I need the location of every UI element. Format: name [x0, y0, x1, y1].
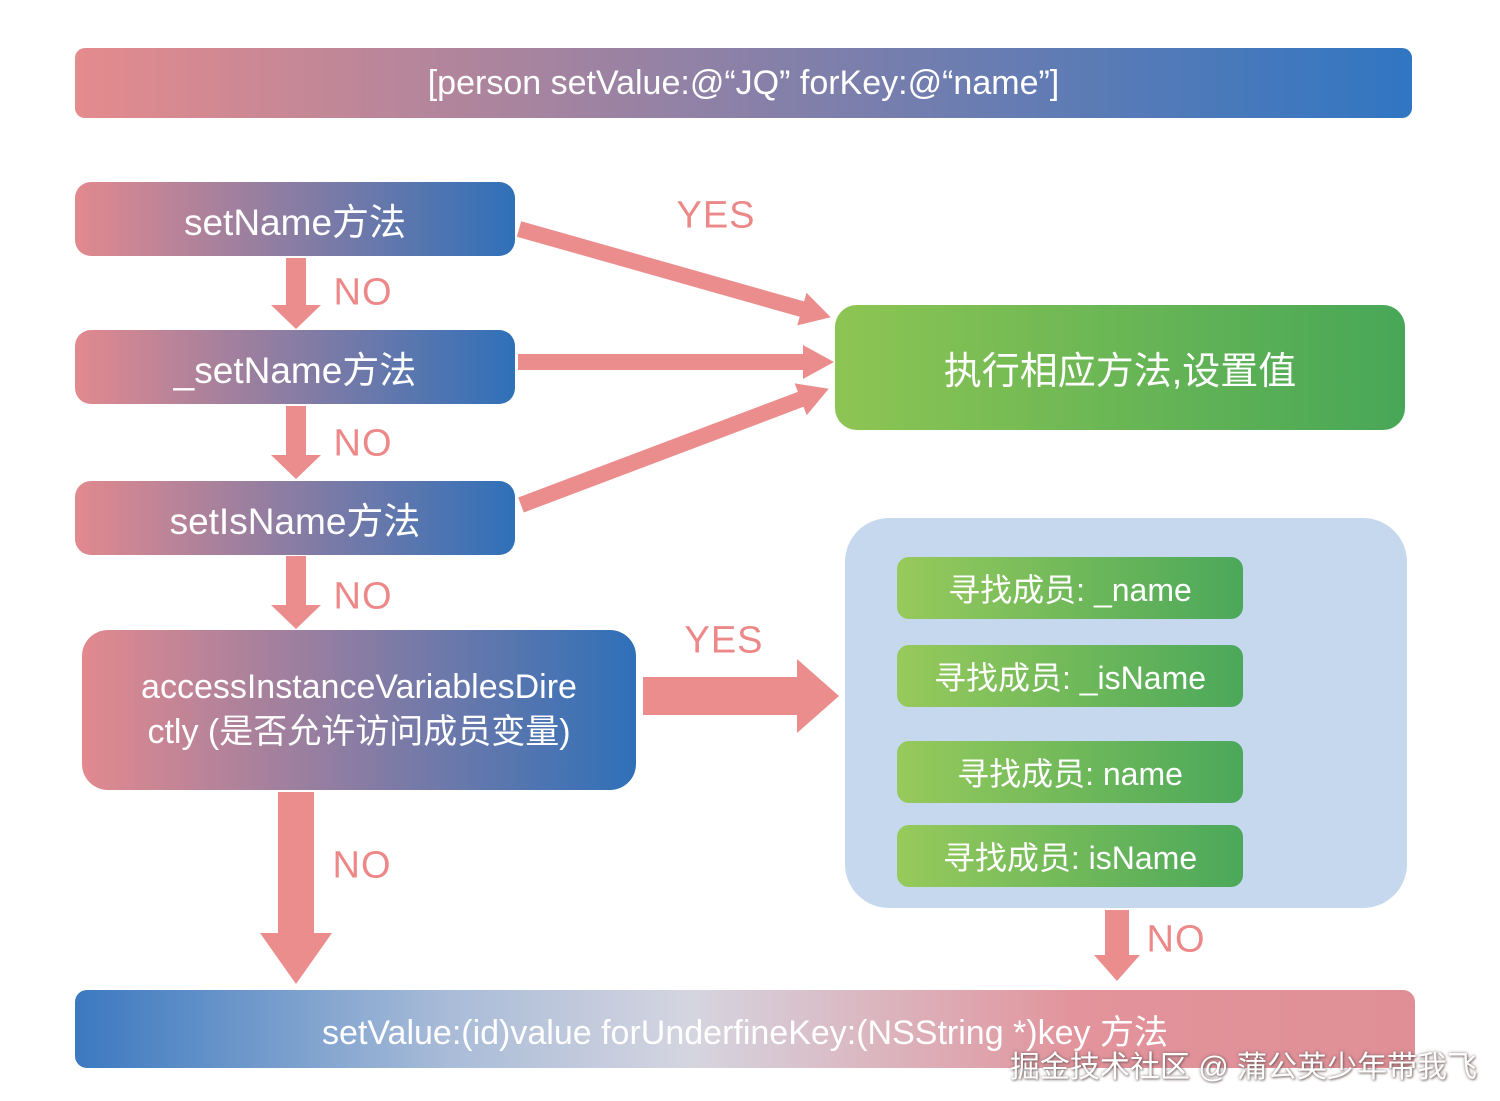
- edge-label-underscore-setname-no: NO: [333, 422, 393, 465]
- arrow-down-setname-no: [271, 258, 321, 329]
- node-underscore-setname-label: _setName方法: [173, 350, 417, 391]
- arrow-setname-yes: [516, 221, 831, 326]
- node-setisname: setIsName方法: [75, 481, 515, 555]
- member-search-item: 寻找成员: _isName: [897, 645, 1243, 707]
- member-search-item-label: 寻找成员: _isName: [933, 660, 1207, 696]
- arrow-underscore-to-execute: [518, 345, 834, 379]
- node-setisname-label: setIsName方法: [169, 501, 421, 542]
- member-search-item-label: 寻找成员: isName: [942, 840, 1198, 876]
- member-search-item: 寻找成员: isName: [897, 825, 1243, 887]
- arrow-down-access-no: [260, 792, 332, 984]
- edge-label-member-search-no: NO: [1146, 918, 1206, 961]
- top-banner: [person setValue:@“JQ” forKey:@“name”]: [75, 48, 1412, 118]
- member-search-item: 寻找成员: _name: [897, 557, 1243, 619]
- member-search-item: 寻找成员: name: [897, 741, 1243, 803]
- bottom-banner: setValue:(id)value forUnderfineKey:(NSSt…: [75, 990, 1415, 1068]
- node-setname-label: setName方法: [183, 202, 407, 243]
- arrow-down-member-no: [1094, 910, 1140, 981]
- arrow-down-underscore-no: [271, 406, 321, 479]
- node-access-label-line1: accessInstanceVariablesDire: [141, 668, 577, 707]
- node-underscore-setname: _setName方法: [75, 330, 515, 404]
- arrow-down-setisname-no: [271, 556, 321, 629]
- bottom-banner-text: setValue:(id)value forUnderfineKey:(NSSt…: [322, 1013, 1168, 1052]
- edge-label-access-yes: YES: [684, 619, 764, 662]
- arrow-access-yes: [643, 659, 839, 733]
- node-access-instance-variables: accessInstanceVariablesDire ctly (是否允许访问…: [82, 630, 636, 790]
- node-access-label-line2: ctly (是否允许访问成员变量): [147, 713, 571, 751]
- arrow-setisname-to-execute: [518, 383, 829, 513]
- node-execute-label: 执行相应方法,设置值: [943, 351, 1297, 393]
- watermark: 掘金技术社区 @ 蒲公英少年带我飞: [1009, 1051, 1477, 1084]
- node-execute-method: 执行相应方法,设置值: [835, 305, 1405, 430]
- top-banner-text: [person setValue:@“JQ” forKey:@“name”]: [427, 63, 1060, 102]
- member-search-item-label: 寻找成员: name: [957, 756, 1183, 792]
- member-search-item-label: 寻找成员: _name: [948, 572, 1192, 608]
- edge-label-setname-no: NO: [333, 271, 393, 314]
- edge-label-setname-yes: YES: [676, 194, 756, 237]
- edge-label-setisname-no: NO: [333, 575, 393, 618]
- node-setname: setName方法: [75, 182, 515, 256]
- edge-label-access-no: NO: [332, 844, 392, 887]
